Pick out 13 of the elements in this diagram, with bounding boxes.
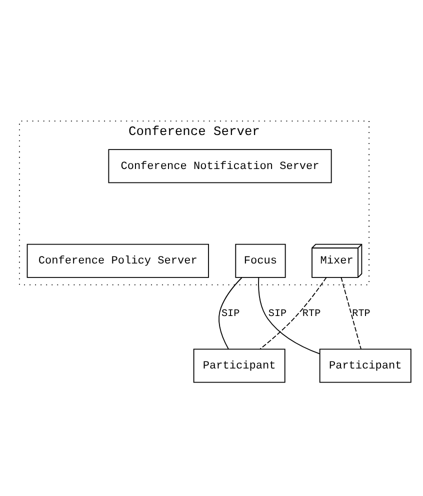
edge-label: SIP	[221, 308, 240, 320]
edge-label: SIP	[268, 308, 287, 320]
node-box: Participant	[193, 348, 286, 383]
node-box: Focus	[235, 244, 286, 278]
connector	[260, 277, 327, 350]
edge-label: RTP	[352, 308, 370, 320]
connector	[218, 277, 242, 350]
edge-label: RTP	[302, 308, 321, 320]
node-box: Conference Notification Server	[108, 149, 332, 184]
connector	[258, 277, 320, 354]
node-box: Conference Policy Server	[26, 244, 209, 278]
connector	[340, 277, 362, 350]
node-box: Participant	[319, 348, 412, 383]
